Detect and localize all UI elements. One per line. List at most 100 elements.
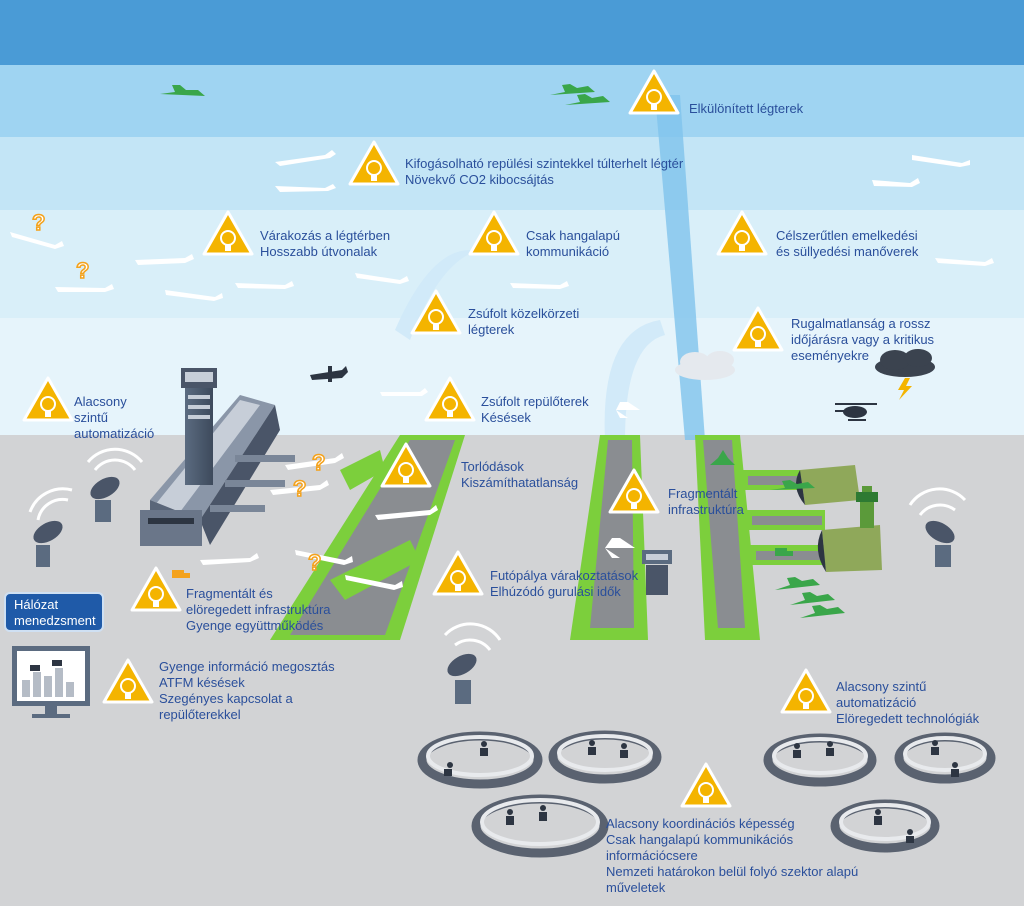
warning-line: Késések bbox=[481, 410, 531, 425]
warning-line: Gyenge információ megosztás bbox=[159, 659, 335, 674]
warning-line: eseményekre bbox=[791, 348, 870, 363]
warning-label-informacio: Gyenge információ megosztás ATFM késések… bbox=[159, 659, 335, 723]
warning-label-kifogasolhato: Kifogásolható repülési szintekkel túlter… bbox=[405, 156, 683, 188]
vehicles bbox=[172, 548, 793, 578]
warning-line: Torlódások bbox=[461, 459, 524, 474]
warning-icon bbox=[130, 566, 182, 612]
warning-line: Hosszabb útvonalak bbox=[260, 244, 378, 259]
warning-line: Gyenge együttműködés bbox=[186, 618, 324, 633]
warning-line: Alacsony szintű bbox=[836, 679, 927, 694]
sky-band-1 bbox=[0, 65, 1024, 137]
warning-line: elöregedett infrastruktúra bbox=[186, 602, 331, 617]
network-line: Hálózat bbox=[14, 597, 59, 612]
warning-icon bbox=[424, 376, 476, 422]
warning-line: automatizáció bbox=[836, 695, 917, 710]
question-mark: ? bbox=[308, 550, 321, 575]
hangar bbox=[796, 465, 882, 572]
warning-line: automatizáció bbox=[74, 426, 155, 441]
question-mark: ? bbox=[293, 476, 306, 501]
warning-line: Alacsony bbox=[74, 394, 127, 409]
network-line: menedzsment bbox=[14, 613, 96, 628]
monitor-icon bbox=[12, 646, 90, 718]
warning-line: infrastruktúra bbox=[668, 502, 744, 517]
warning-line: Várakozás a légtérben bbox=[260, 228, 391, 243]
control-tower-small bbox=[856, 486, 878, 528]
question-marks: ? ? ? ? ? bbox=[31, 209, 326, 576]
warning-icon bbox=[432, 550, 484, 596]
warning-label-fragmentalt-infra: Fragmentált infrastruktúra bbox=[668, 486, 744, 518]
warning-line: Növekvő CO2 kibocsájtás bbox=[405, 172, 554, 187]
warning-icon bbox=[348, 140, 400, 186]
warning-line: Nemzeti határokon belül folyó szektor al… bbox=[606, 864, 859, 879]
question-mark: ? bbox=[32, 210, 45, 235]
warning-label-futopalya: Futópálya várakoztatások Elhúzódó gurulá… bbox=[490, 568, 638, 600]
warning-icon bbox=[202, 210, 254, 256]
warning-line: Futópálya várakoztatások bbox=[490, 568, 639, 583]
controllers bbox=[444, 740, 959, 843]
warning-line: Fragmentált és bbox=[186, 586, 273, 601]
warning-line: Kifogásolható repülési szintekkel túlter… bbox=[405, 156, 684, 171]
warning-line: Csak hangalapú bbox=[526, 228, 620, 243]
warning-line: ATFM késések bbox=[159, 675, 245, 690]
warning-line: és süllyedési manőverek bbox=[776, 244, 919, 259]
warning-icon bbox=[380, 442, 432, 488]
network-management-box: Hálózat menedzsment bbox=[4, 592, 104, 632]
warning-line: információcsere bbox=[606, 848, 698, 863]
clouds bbox=[675, 349, 935, 400]
warning-label-hangalapu: Csak hangalapú kommunikáció bbox=[526, 228, 620, 260]
warning-line: műveletek bbox=[606, 880, 666, 895]
small-aircraft bbox=[310, 366, 348, 382]
warning-icon bbox=[102, 658, 154, 704]
planes-green bbox=[160, 84, 845, 618]
warning-icon bbox=[628, 69, 680, 115]
warning-label-zsufolt-kozelkorzeti: Zsúfolt közelkörzeti légterek bbox=[468, 306, 579, 338]
warning-line: repülőterekkel bbox=[159, 707, 241, 722]
warning-line: légterek bbox=[468, 322, 515, 337]
warning-label-alacsony-automatizacio: Alacsony szintű automatizáció bbox=[74, 394, 154, 442]
flight-beam bbox=[395, 250, 480, 340]
warning-label-elkulonitett: Elkülönített légterek bbox=[689, 101, 803, 117]
warning-label-zsufolt-repuloterek: Zsúfolt repülőterek Késések bbox=[481, 394, 589, 426]
warning-line: Fragmentált bbox=[668, 486, 738, 501]
warning-line: Zsúfolt közelkörzeti bbox=[468, 306, 580, 321]
planes-white bbox=[10, 150, 994, 590]
helicopter bbox=[835, 403, 877, 421]
warning-line: szintű bbox=[74, 410, 108, 425]
warning-label-rugalmatlansag: Rugalmatlanság a rossz időjárásra vagy a… bbox=[791, 316, 934, 364]
warning-label-alacsony-technologia: Alacsony szintű automatizáció Elöregedet… bbox=[836, 679, 979, 727]
warning-label-celszerutlen: Célszerűtlen emelkedési és süllyedési ma… bbox=[776, 228, 918, 260]
warning-line: Csak hangalapú kommunikációs bbox=[606, 832, 794, 847]
question-mark: ? bbox=[312, 450, 325, 475]
warning-icons bbox=[22, 69, 832, 808]
warning-line: Célszerűtlen emelkedési bbox=[776, 228, 918, 243]
runway-right bbox=[695, 435, 830, 640]
warning-line: időjárásra vagy a kritikus bbox=[791, 332, 935, 347]
warning-label-varakozas: Várakozás a légtérben Hosszabb útvonalak bbox=[260, 228, 390, 260]
control-tower-runway bbox=[642, 550, 672, 595]
warning-line: Zsúfolt repülőterek bbox=[481, 394, 589, 409]
warning-label-koordinacio: Alacsony koordinációs képesség Csak hang… bbox=[606, 816, 858, 896]
warning-label-fragmentalt-elorege: Fragmentált és elöregedett infrastruktúr… bbox=[186, 586, 331, 634]
warning-line: Rugalmatlanság a rossz bbox=[791, 316, 931, 331]
warning-icon bbox=[410, 289, 462, 335]
warning-line: Alacsony koordinációs képesség bbox=[606, 816, 795, 831]
control-tower bbox=[181, 368, 217, 485]
warning-icon bbox=[608, 468, 660, 514]
warning-line: kommunikáció bbox=[526, 244, 610, 259]
radar-dish-body bbox=[33, 476, 955, 704]
warning-line: Elöregedett technológiák bbox=[836, 711, 980, 726]
radar-dish bbox=[28, 447, 967, 651]
warning-line: Kiszámíthatatlanság bbox=[461, 475, 579, 490]
warning-line: Szegényes kapcsolat a bbox=[159, 691, 293, 706]
sky-band-2 bbox=[0, 137, 1024, 210]
warning-line: Elhúzódó gurulási idők bbox=[490, 584, 621, 599]
sky-band-3 bbox=[0, 210, 1024, 318]
atc-consoles bbox=[417, 730, 996, 858]
warning-icon bbox=[732, 306, 784, 352]
warning-icon bbox=[716, 210, 768, 256]
question-mark: ? bbox=[76, 258, 89, 283]
warning-icon bbox=[468, 210, 520, 256]
warning-line: Elkülönített légterek bbox=[689, 101, 804, 116]
warning-icon bbox=[22, 376, 74, 422]
